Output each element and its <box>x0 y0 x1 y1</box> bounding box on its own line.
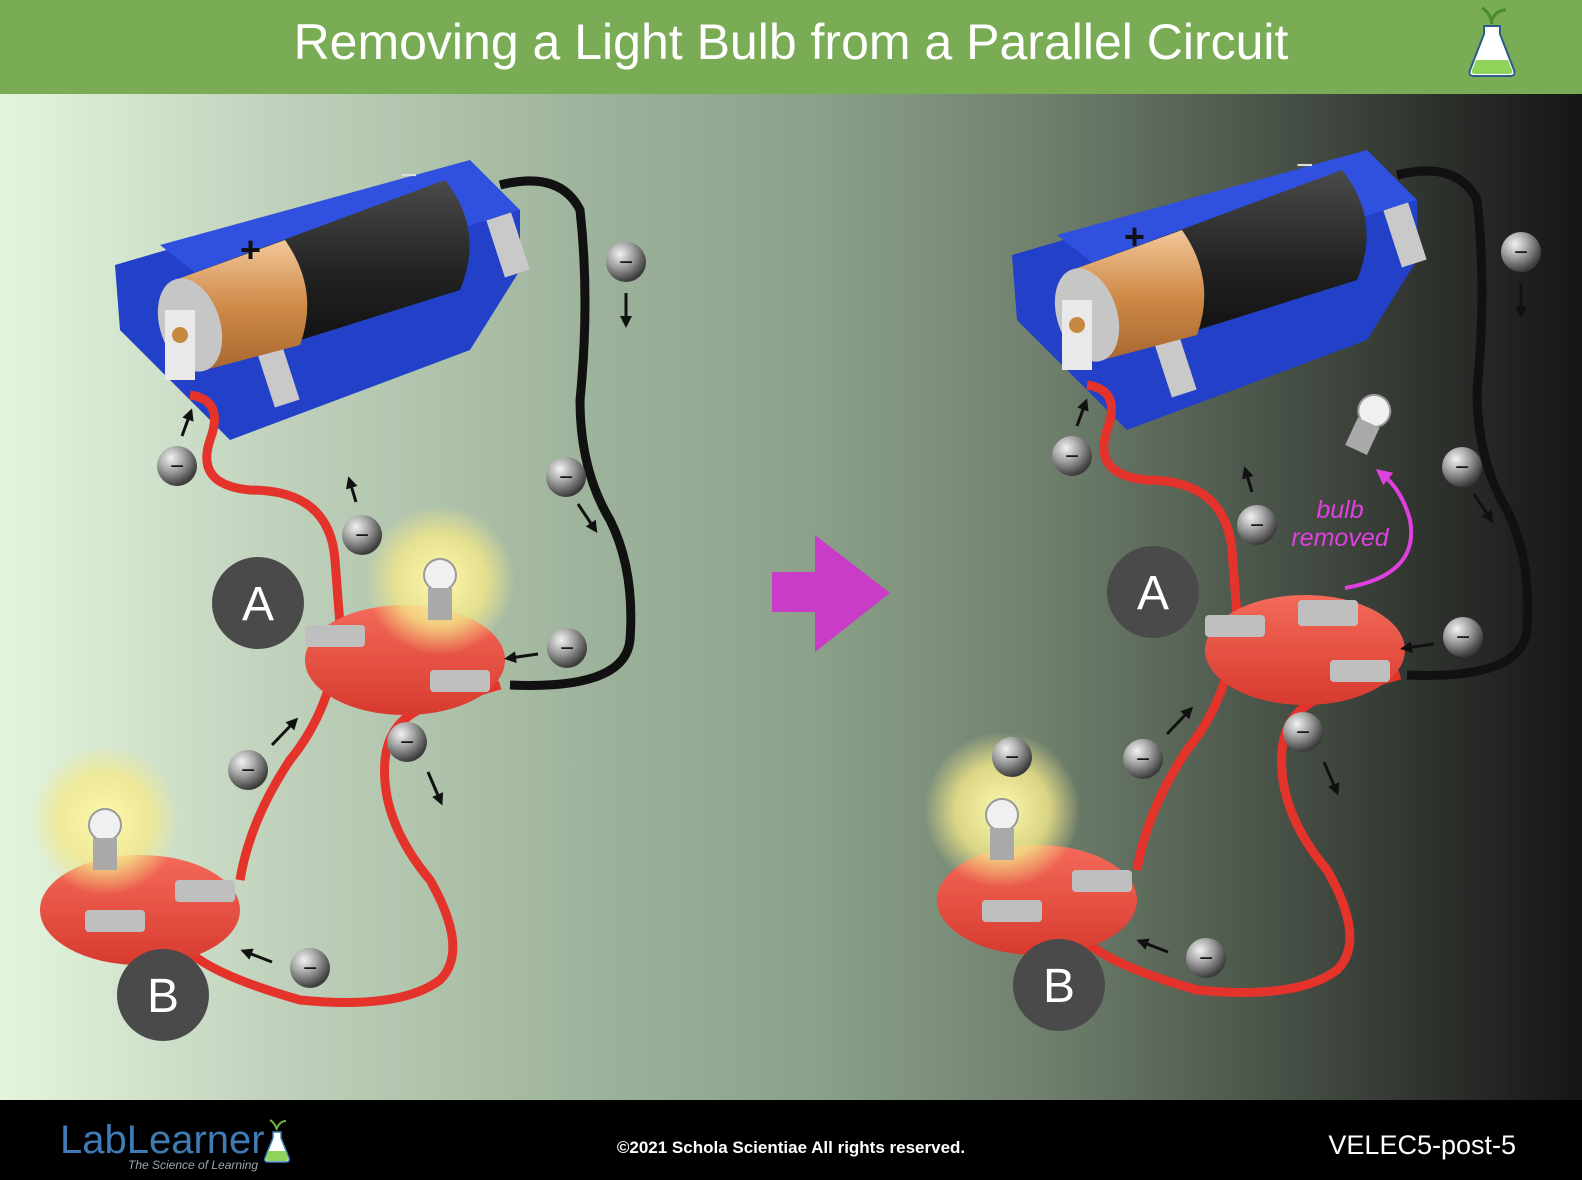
minus-terminal-label: − <box>1296 149 1314 182</box>
bulb-icon <box>985 798 1019 860</box>
curved-arrow-icon <box>1344 469 1414 590</box>
electron-sign: − <box>400 729 414 756</box>
electron-icon: − <box>546 457 586 497</box>
electron-icon: − <box>1052 436 1092 476</box>
wire-red-to-a <box>189 390 345 881</box>
flow-arrows-right <box>1075 283 1527 954</box>
wire-black <box>1395 166 1533 680</box>
electron-sign: − <box>1065 443 1079 470</box>
electron-icon: − <box>1283 712 1323 752</box>
electron-icon: − <box>547 628 587 668</box>
bulb-icon <box>88 808 122 870</box>
plus-terminal-label: + <box>240 229 261 270</box>
label-b: B <box>147 970 179 1023</box>
battery-icon: + − <box>115 159 530 440</box>
electron-sign: − <box>559 464 573 491</box>
wire-red-to-a <box>1086 380 1242 871</box>
electron-icon: − <box>387 722 427 762</box>
electron-sign: − <box>1005 744 1019 771</box>
circuit-after: + − bulb removed <box>924 149 1541 1031</box>
electron-icon: − <box>1237 505 1277 545</box>
wire-red-to-b <box>127 680 502 1007</box>
electron-sign: − <box>1250 512 1264 539</box>
electron-icon: − <box>342 515 382 555</box>
electron-sign: − <box>619 249 633 276</box>
label-b: B <box>1043 960 1075 1013</box>
electron-sign: − <box>1514 239 1528 266</box>
flow-arrows-left <box>180 293 632 964</box>
plus-terminal-label: + <box>1124 216 1145 257</box>
label-a-badge: A <box>212 557 304 649</box>
electron-icon: − <box>992 737 1032 777</box>
label-a: A <box>1137 567 1169 620</box>
electron-sign: − <box>241 757 255 784</box>
electron-icon: − <box>157 446 197 486</box>
electron-icon: − <box>1442 447 1482 487</box>
electron-icon: − <box>228 750 268 790</box>
electron-sign: − <box>1296 719 1310 746</box>
electron-sign: − <box>303 955 317 982</box>
electron-sign: − <box>1456 624 1470 651</box>
bulb-removed-line1: bulb <box>1316 496 1363 524</box>
footer-bar: LabLearner The Science of Learning ©2021… <box>0 1100 1582 1180</box>
header-bar: Removing a Light Bulb from a Parallel Ci… <box>0 0 1582 94</box>
brand-logo: LabLearner <box>60 1118 265 1162</box>
electron-icon: − <box>1443 617 1483 657</box>
label-b-badge: B <box>117 949 209 1041</box>
label-b-badge: B <box>1013 939 1105 1031</box>
wire-black <box>498 176 636 690</box>
electron-sign: − <box>355 522 369 549</box>
electron-sign: − <box>1455 454 1469 481</box>
bulb-icon <box>423 558 457 620</box>
flask-icon <box>1468 6 1516 77</box>
brand-tagline: The Science of Learning <box>128 1158 259 1172</box>
electron-icon: − <box>290 948 330 988</box>
electron-icon: − <box>1186 938 1226 978</box>
flask-icon <box>264 1119 290 1163</box>
minus-terminal-label: − <box>400 159 418 192</box>
electron-icon: − <box>1123 739 1163 779</box>
label-a-badge: A <box>1107 546 1199 638</box>
bulb-icon <box>1345 393 1392 455</box>
electron-sign: − <box>1136 746 1150 773</box>
circuit-diagram: + − <box>30 149 1541 1041</box>
electron-sign: − <box>1199 945 1213 972</box>
circuit-before: + − <box>30 159 646 1041</box>
electron-sign: − <box>560 635 574 662</box>
electron-sign: − <box>170 453 184 480</box>
slide-code: VELEC5-post-5 <box>1328 1130 1516 1160</box>
bulb-removed-line2: removed <box>1291 524 1389 552</box>
bulb-a-base-empty <box>1205 595 1405 705</box>
electron-icon: − <box>1501 232 1541 272</box>
arrow-right-icon <box>772 535 890 652</box>
copyright-text: ©2021 Schola Scientiae All rights reserv… <box>616 1138 966 1157</box>
electron-icon: − <box>606 242 646 282</box>
page-title: Removing a Light Bulb from a Parallel Ci… <box>293 14 1289 70</box>
label-a: A <box>242 578 274 631</box>
battery-icon: + − <box>1012 149 1427 430</box>
